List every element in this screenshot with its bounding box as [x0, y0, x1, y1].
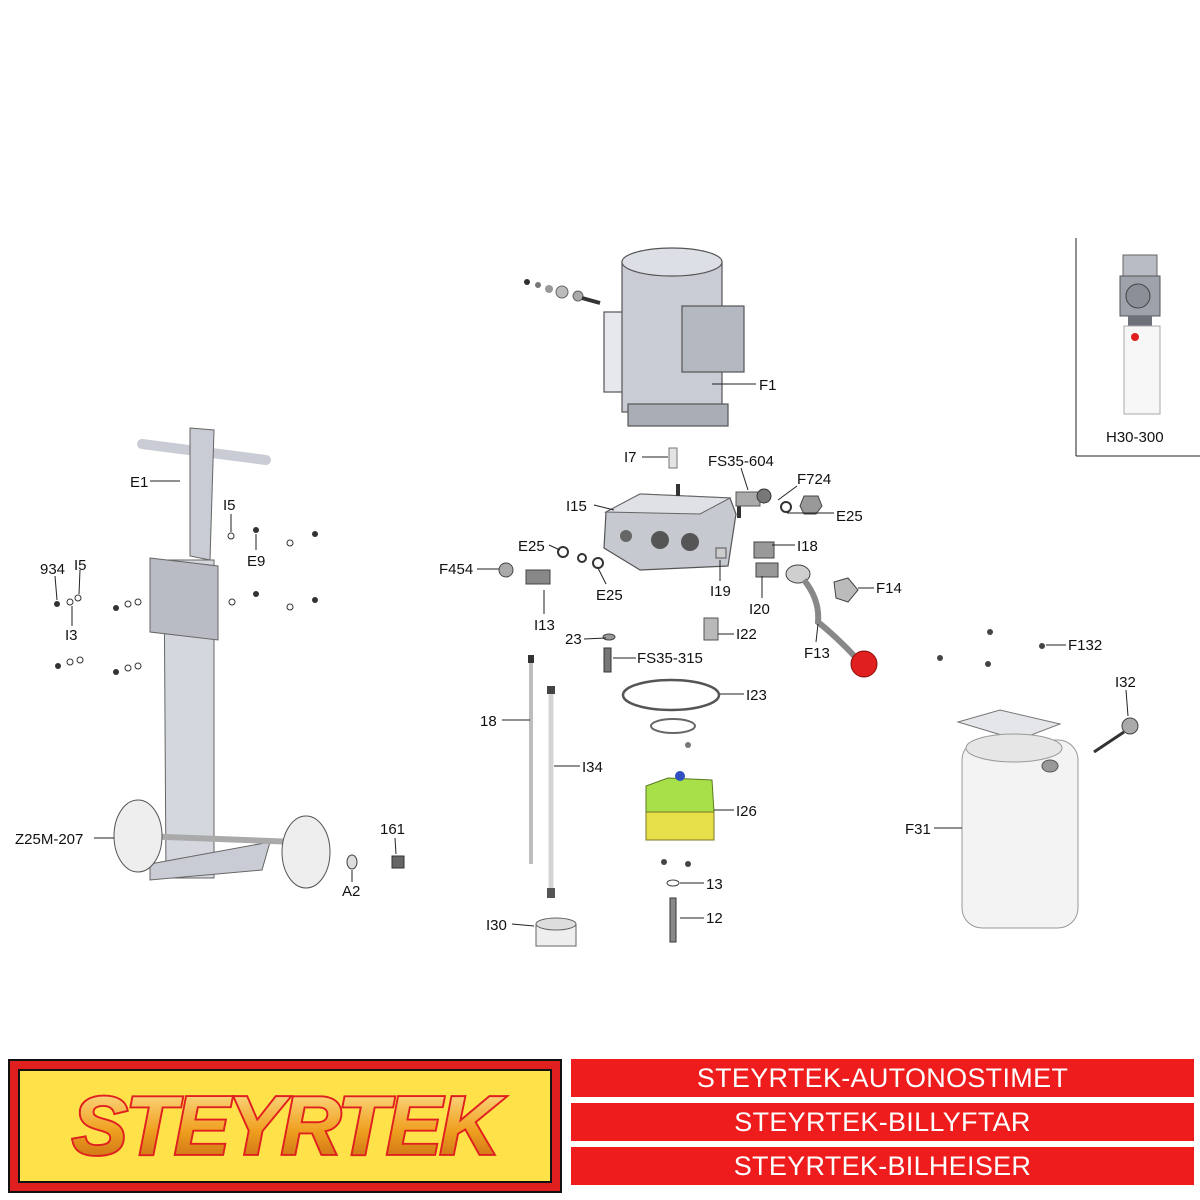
- label-I32: I32: [1115, 674, 1136, 691]
- label-12: 12: [706, 910, 723, 927]
- valve-block-part: [603, 484, 741, 571]
- label-I13: I13: [534, 617, 555, 634]
- logo-wordmark: STEYRTEK: [70, 1077, 508, 1174]
- label-F13: F13: [804, 645, 830, 662]
- label-F1: F1: [759, 377, 777, 394]
- banner-bar-3: STEYRTEK-BILHEISER: [571, 1147, 1194, 1185]
- label-18: 18: [480, 713, 497, 730]
- motor-part: [524, 247, 745, 427]
- suction-tubes: [528, 655, 555, 898]
- banner-bar-2: STEYRTEK-BILLYFTAR: [571, 1103, 1194, 1141]
- label-E25-right: E25: [836, 508, 863, 525]
- dipstick-part: [1093, 717, 1139, 754]
- tank-screws: [937, 629, 1045, 667]
- label-I5-left: I5: [74, 557, 87, 574]
- o-rings: [621, 678, 721, 748]
- part-labels: F1 I7 FS35-604 F724 I15 E25 E25 I18 F454…: [15, 377, 1136, 934]
- label-F132: F132: [1068, 637, 1102, 654]
- banner-bar-1: STEYRTEK-AUTONOSTIMET: [571, 1059, 1194, 1097]
- label-E25-bottom: E25: [596, 587, 623, 604]
- label-I7: I7: [624, 449, 637, 466]
- label-F454: F454: [439, 561, 473, 578]
- trolley-bolts: [54, 527, 405, 870]
- label-Z25M-207: Z25M-207: [15, 831, 83, 848]
- logo-text: STEYRTEK: [72, 1079, 505, 1172]
- release-handle-part: [785, 564, 878, 678]
- inset-panel: H30-300: [1075, 238, 1200, 457]
- small-fittings: [498, 447, 859, 673]
- brand-logo: STEYRTEK: [8, 1059, 562, 1193]
- label-I34: I34: [582, 759, 603, 776]
- label-161: 161: [380, 821, 405, 838]
- label-E25-left: E25: [518, 538, 545, 555]
- label-I20: I20: [749, 601, 770, 618]
- gear-pump-part: [645, 771, 715, 867]
- label-E9: E9: [247, 553, 265, 570]
- leader-lines: [54, 383, 1129, 927]
- label-F31: F31: [905, 821, 931, 838]
- label-I23: I23: [746, 687, 767, 704]
- label-934: 934: [40, 561, 65, 578]
- label-F724: F724: [797, 471, 831, 488]
- trolley-frame-part: [113, 427, 331, 889]
- label-FS35-315: FS35-315: [637, 650, 703, 667]
- pump-bolts: [666, 879, 680, 943]
- label-23: 23: [565, 631, 582, 648]
- exploded-parts-diagram: H30-300: [15, 238, 1200, 947]
- label-I22: I22: [736, 626, 757, 643]
- label-FS35-604: FS35-604: [708, 453, 774, 470]
- label-I3: I3: [65, 627, 78, 644]
- footer-banner: STEYRTEK STEYRTEK-AUTONOSTIMET STEYRTEK-…: [0, 1055, 1200, 1200]
- inset-label: H30-300: [1106, 429, 1164, 446]
- oil-tank-part: [956, 709, 1079, 929]
- label-I26: I26: [736, 803, 757, 820]
- label-E1: E1: [130, 474, 148, 491]
- label-A2: A2: [342, 883, 360, 900]
- label-I15: I15: [566, 498, 587, 515]
- label-F14: F14: [876, 580, 902, 597]
- label-I30: I30: [486, 917, 507, 934]
- label-I5-top: I5: [223, 497, 236, 514]
- label-I19: I19: [710, 583, 731, 600]
- label-13: 13: [706, 876, 723, 893]
- label-I18: I18: [797, 538, 818, 555]
- filter-part: [535, 917, 577, 947]
